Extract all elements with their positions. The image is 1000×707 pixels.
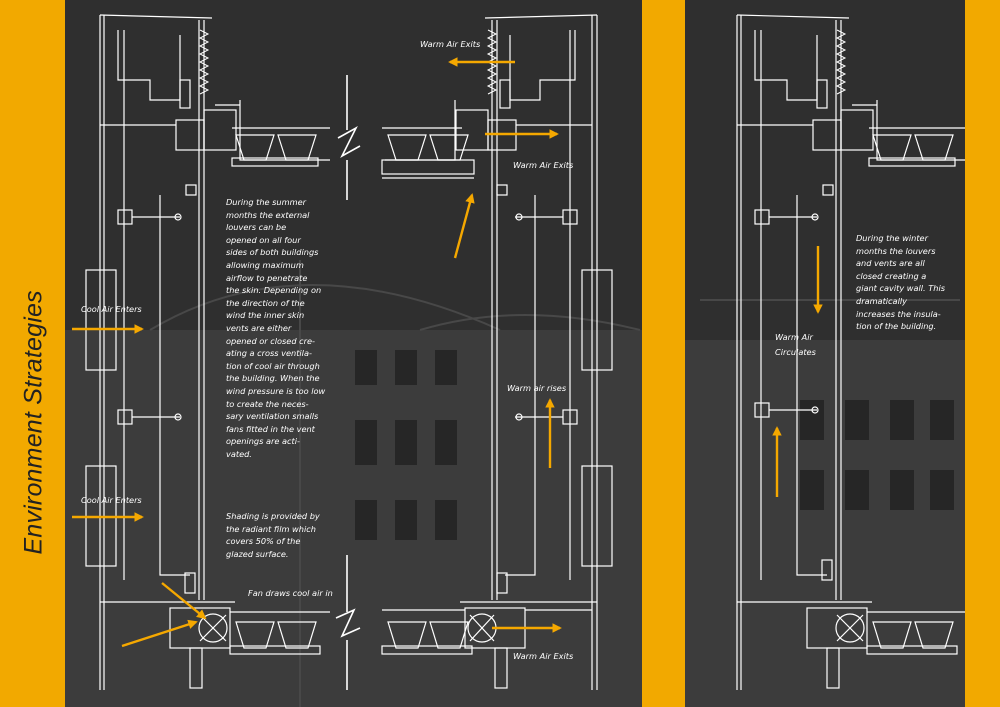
louver-spring-left <box>198 25 210 100</box>
floor-slab-right-bottom <box>866 611 965 655</box>
label-cool-air-enters-1: Cool Air Enters <box>81 304 142 314</box>
floor-slab-middle-bottom <box>381 609 592 655</box>
background-panels <box>65 0 965 707</box>
label-fan-draws-cool-air: Fan draws cool air in <box>248 588 333 598</box>
floor-slab-left-top <box>231 127 330 167</box>
label-warm-air: Warm Air <box>775 332 813 342</box>
facade-section-right <box>736 14 965 690</box>
floor-slab-left-bottom <box>229 611 330 655</box>
label-circulates: Circulates <box>775 347 816 357</box>
floor-slab-middle-top <box>381 127 475 179</box>
background-windows <box>355 350 954 540</box>
louver-spring-right <box>835 25 847 100</box>
page-title: Environment Strategies <box>19 290 48 555</box>
arrow-warm-air-exits-diagonal <box>453 193 475 259</box>
label-warm-air-exits-mid: Warm Air Exits <box>513 160 574 170</box>
airflow-arrows <box>72 57 823 648</box>
label-warm-air-exits-top: Warm Air Exits <box>420 39 481 49</box>
arrow-fan-draws-in-2 <box>161 582 207 620</box>
label-warm-air-exits-bottom: Warm Air Exits <box>513 651 574 661</box>
label-warm-air-rises: Warm air rises <box>507 383 567 393</box>
label-cool-air-enters-2: Cool Air Enters <box>81 495 142 505</box>
break-lines <box>335 75 361 690</box>
background-gazebo-frame <box>149 260 960 707</box>
facade-section-left <box>85 14 330 690</box>
floor-slab-right-top <box>868 127 965 167</box>
arrow-fan-draws-in-1 <box>121 619 198 648</box>
